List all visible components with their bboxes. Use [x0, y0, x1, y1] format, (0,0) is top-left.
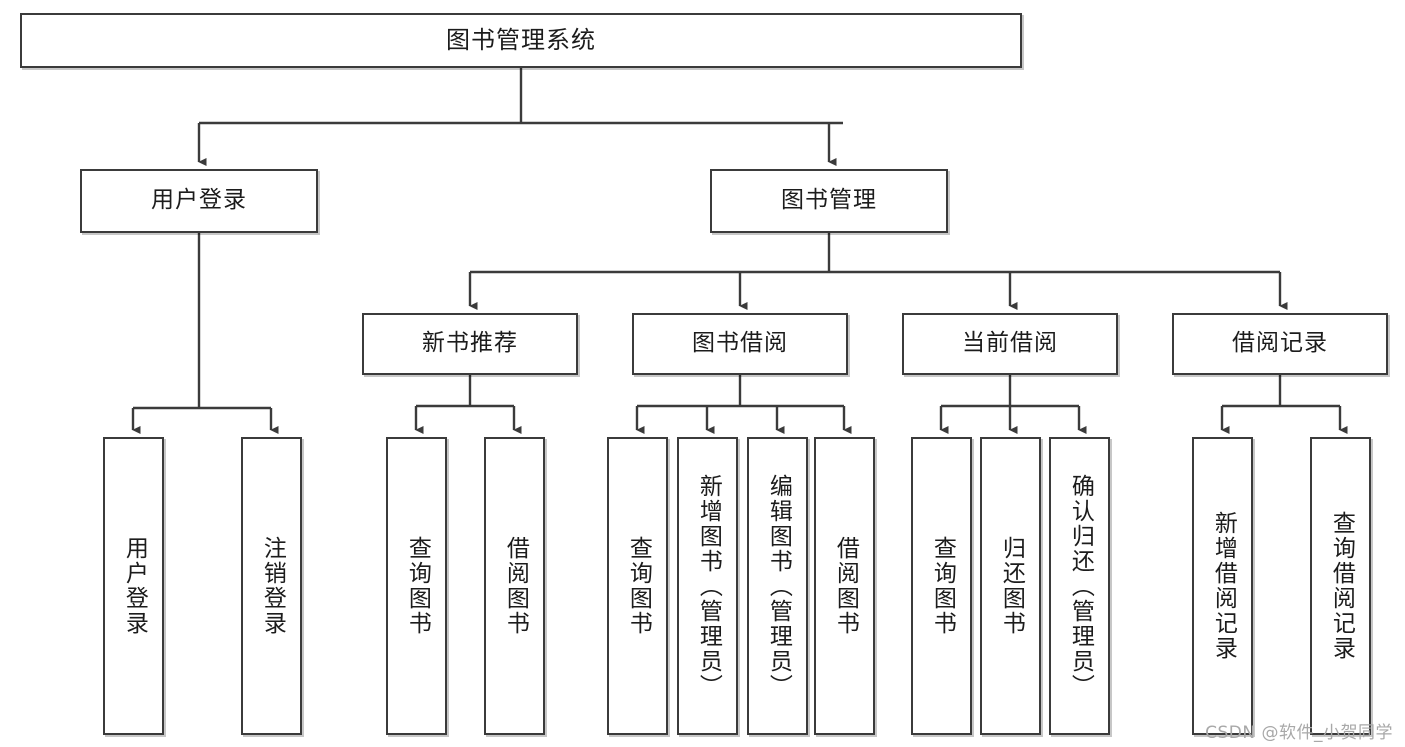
leaf-borrow-borrow-book[interactable]: 借阅图书: [814, 437, 875, 735]
leaf-borrow-edit-book[interactable]: 编辑图书（管理员）: [747, 437, 808, 735]
node-label: 借阅图书: [502, 536, 529, 636]
node-borrow-record[interactable]: 借阅记录: [1172, 313, 1388, 375]
leaf-new-book-borrow[interactable]: 借阅图书: [484, 437, 545, 735]
node-label: 查询借阅记录: [1328, 511, 1355, 661]
node-new-book-recommend[interactable]: 新书推荐: [362, 313, 578, 375]
leaf-record-add-record[interactable]: 新增借阅记录: [1192, 437, 1253, 735]
leaf-borrow-add-book[interactable]: 新增图书（管理员）: [677, 437, 738, 735]
node-label: 用户登录: [151, 187, 247, 214]
node-label: 查询图书: [625, 536, 652, 636]
node-label: 新书推荐: [422, 330, 518, 357]
node-label: 新增图书（管理员）: [695, 473, 722, 699]
node-label: 查询图书: [404, 536, 431, 636]
node-book-borrow[interactable]: 图书借阅: [632, 313, 848, 375]
node-label: 当前借阅: [962, 330, 1058, 357]
node-label: 归还图书: [998, 536, 1025, 636]
node-label: 确认归还（管理员）: [1067, 473, 1094, 699]
watermark-text: CSDN @软件_小贺同学: [1205, 723, 1393, 743]
node-book-management[interactable]: 图书管理: [710, 169, 948, 233]
node-label: 图书管理系统: [446, 26, 596, 55]
node-label: 新增借阅记录: [1210, 511, 1237, 661]
node-current-borrow[interactable]: 当前借阅: [902, 313, 1118, 375]
leaf-current-confirm-return[interactable]: 确认归还（管理员）: [1049, 437, 1110, 735]
node-label: 图书借阅: [692, 330, 788, 357]
node-label: 借阅记录: [1232, 330, 1328, 357]
leaf-borrow-query-book[interactable]: 查询图书: [607, 437, 668, 735]
node-label: 查询图书: [929, 536, 956, 636]
node-root-system[interactable]: 图书管理系统: [20, 13, 1022, 68]
node-label: 图书管理: [781, 187, 877, 214]
node-user-login[interactable]: 用户登录: [80, 169, 318, 233]
node-label: 用户登录: [121, 536, 148, 636]
leaf-current-query-book[interactable]: 查询图书: [911, 437, 972, 735]
leaf-record-query-record[interactable]: 查询借阅记录: [1310, 437, 1371, 735]
leaf-current-return-book[interactable]: 归还图书: [980, 437, 1041, 735]
leaf-new-book-query[interactable]: 查询图书: [386, 437, 447, 735]
node-label: 借阅图书: [832, 536, 859, 636]
node-label: 注销登录: [259, 536, 286, 636]
node-label: 编辑图书（管理员）: [765, 473, 792, 699]
leaf-user-login-logout[interactable]: 注销登录: [241, 437, 302, 735]
leaf-user-login-login[interactable]: 用户登录: [103, 437, 164, 735]
